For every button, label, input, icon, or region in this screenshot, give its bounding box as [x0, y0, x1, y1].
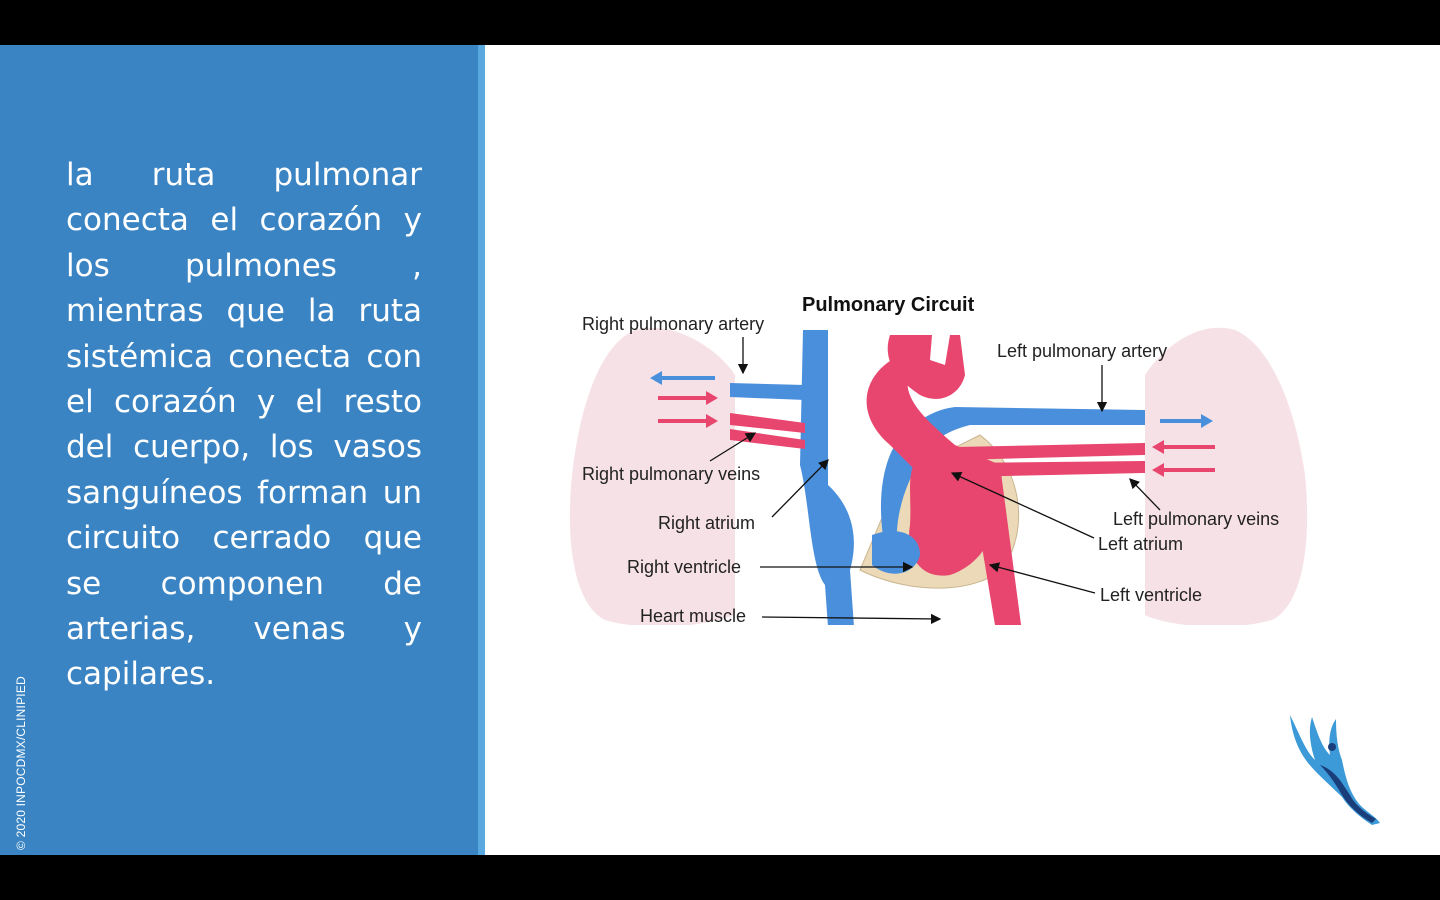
label-left-pulmonary-veins: Left pulmonary veins	[1113, 509, 1279, 529]
slide: la ruta pulmonar conecta el corazón y lo…	[0, 45, 1440, 855]
winged-foot-logo	[1280, 705, 1390, 835]
text-panel: la ruta pulmonar conecta el corazón y lo…	[0, 45, 478, 855]
diagram-title: Pulmonary Circuit	[802, 294, 975, 316]
label-left-ventricle: Left ventricle	[1100, 585, 1202, 605]
vena-cava	[800, 330, 854, 625]
label-right-ventricle: Right ventricle	[627, 557, 741, 577]
label-heart-muscle: Heart muscle	[640, 606, 746, 625]
pulmonary-circuit-diagram: Pulmonary Circuit Right pulmonary artery…	[560, 235, 1320, 625]
label-right-atrium: Right atrium	[658, 513, 755, 533]
pulmonary-trunk	[880, 407, 1145, 570]
copyright-text: © 2020 INPOCDMX/CLINIPIED	[14, 676, 28, 850]
body-text: la ruta pulmonar conecta el corazón y lo…	[66, 157, 422, 693]
left-heart-chambers	[909, 455, 993, 576]
label-left-pulmonary-artery: Left pulmonary artery	[997, 341, 1167, 361]
right-lung	[569, 327, 735, 625]
label-right-pulmonary-artery: Right pulmonary artery	[582, 314, 764, 334]
label-left-atrium: Left atrium	[1098, 534, 1183, 554]
panel-edge	[478, 45, 485, 855]
label-right-pulmonary-veins: Right pulmonary veins	[582, 464, 760, 484]
left-lung	[1145, 327, 1308, 625]
